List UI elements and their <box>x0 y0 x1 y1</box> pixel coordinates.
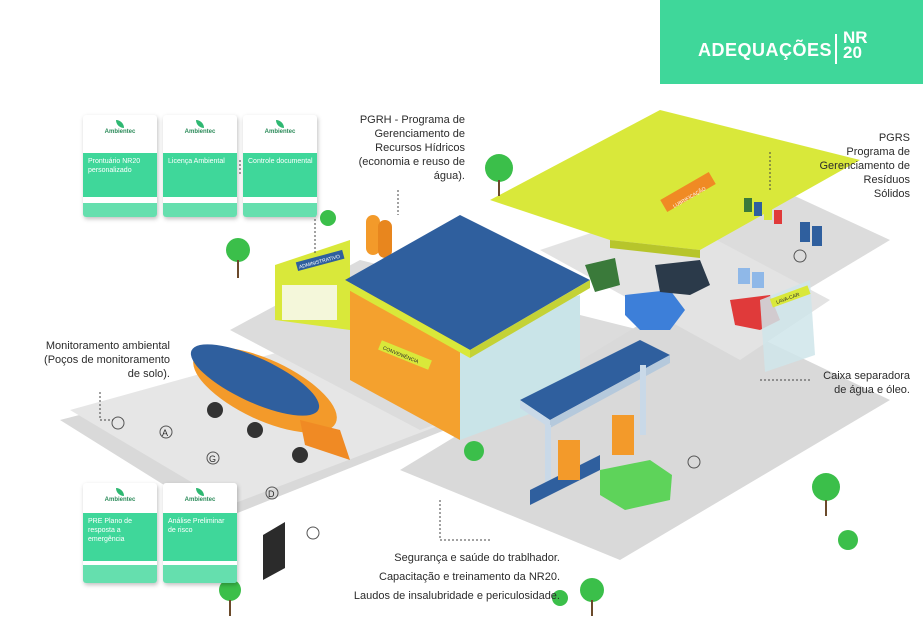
document-text: Análise Preliminar de risco <box>168 518 225 534</box>
document-card-prontuario: Ambientec Prontuário NR20 personalizado <box>83 115 157 217</box>
fuel-pump-1 <box>558 440 580 480</box>
document-card-pre: Ambientec PRE Plano de resposta a emergê… <box>83 483 157 583</box>
document-brand: Ambientec <box>264 129 296 135</box>
badge-title: ADEQUAÇÕES <box>698 40 833 60</box>
document-brand: Ambientec <box>104 129 136 135</box>
label-line: Gerenciamento de <box>374 128 466 140</box>
label-line: Laudos de insalubridade e periculosidade… <box>353 590 560 602</box>
price-totem <box>263 522 285 580</box>
water-tank-1 <box>366 215 380 255</box>
label-seguranca: Segurança e saúde do trablhador. Capacit… <box>320 549 560 606</box>
label-pgrs: PGRS Programa de Gerenciamento de Resídu… <box>790 131 911 201</box>
label-line: Capacitação e treinamento da NR20. <box>379 571 560 583</box>
truck-green <box>585 258 620 292</box>
well-marker-g: G <box>209 454 217 464</box>
document-text: PRE Plano de resposta a emergência <box>88 518 132 543</box>
pump-canopy <box>520 340 670 420</box>
lubrificacao-sign <box>660 171 716 213</box>
well-marker-a: A <box>162 428 169 438</box>
document-text: Prontuário NR20 personalizado <box>88 158 141 174</box>
fuel-pump-2 <box>612 415 634 455</box>
truck-cab <box>300 420 350 460</box>
black-car <box>655 260 710 295</box>
green-car <box>600 460 672 510</box>
label-line: Monitoramento ambiental <box>45 340 170 352</box>
adequacoes-badge: ADEQUAÇÕES NR 20 <box>660 0 923 84</box>
ambientec-leaf-icon <box>276 120 284 128</box>
label-line: de água e óleo. <box>834 384 910 396</box>
label-monitoramento: Monitoramento ambiental (Poços de monito… <box>20 339 170 381</box>
building-roof <box>345 215 590 350</box>
document-card-analise: Ambientec Análise Preliminar de risco <box>163 483 237 583</box>
document-brand: Ambientec <box>104 497 136 503</box>
document-brand: Ambientec <box>184 497 216 503</box>
label-line: Segurança e saúde do trablhador. <box>394 552 560 564</box>
blue-car <box>625 290 685 330</box>
label-caixa: Caixa separadora de água e óleo. <box>800 369 910 397</box>
label-line: PGRS <box>878 132 910 144</box>
badge-divider <box>835 34 837 64</box>
label-line: Resíduos <box>863 174 910 186</box>
ambientec-leaf-icon <box>196 120 204 128</box>
label-line: Gerenciamento de <box>819 160 911 172</box>
label-line: (Poços de monitoramento <box>44 354 170 366</box>
label-line: Programa de <box>846 146 910 158</box>
label-line: Sólidos <box>873 188 910 200</box>
label-line: Caixa separadora <box>823 370 910 382</box>
label-line: PGRH - Programa de <box>359 114 465 126</box>
document-card-licenca: Ambientec Licença Ambiental <box>163 115 237 217</box>
document-text: Controle documental <box>248 158 313 165</box>
document-brand: Ambientec <box>184 129 216 135</box>
document-card-controle: Ambientec Controle documental <box>243 115 317 217</box>
ambientec-leaf-icon <box>196 488 204 496</box>
badge-nr-bottom: 20 <box>843 43 862 62</box>
ambientec-leaf-icon <box>116 120 124 128</box>
document-text: Licença Ambiental <box>168 158 225 165</box>
ambientec-leaf-icon <box>116 488 124 496</box>
label-line: (economia e reuso de <box>358 156 465 168</box>
badge-nr-top: NR <box>843 28 868 47</box>
well-marker-d: D <box>268 489 275 499</box>
badge-nr20: NR 20 <box>843 28 868 62</box>
label-pgrh: PGRH - Programa de Gerenciamento de Recu… <box>335 113 465 183</box>
label-line: Recursos Hídricos <box>375 142 465 154</box>
label-line: de solo). <box>127 368 170 380</box>
label-line: água). <box>433 170 465 182</box>
water-tank-2 <box>378 220 392 258</box>
yellow-canopy <box>490 110 860 250</box>
